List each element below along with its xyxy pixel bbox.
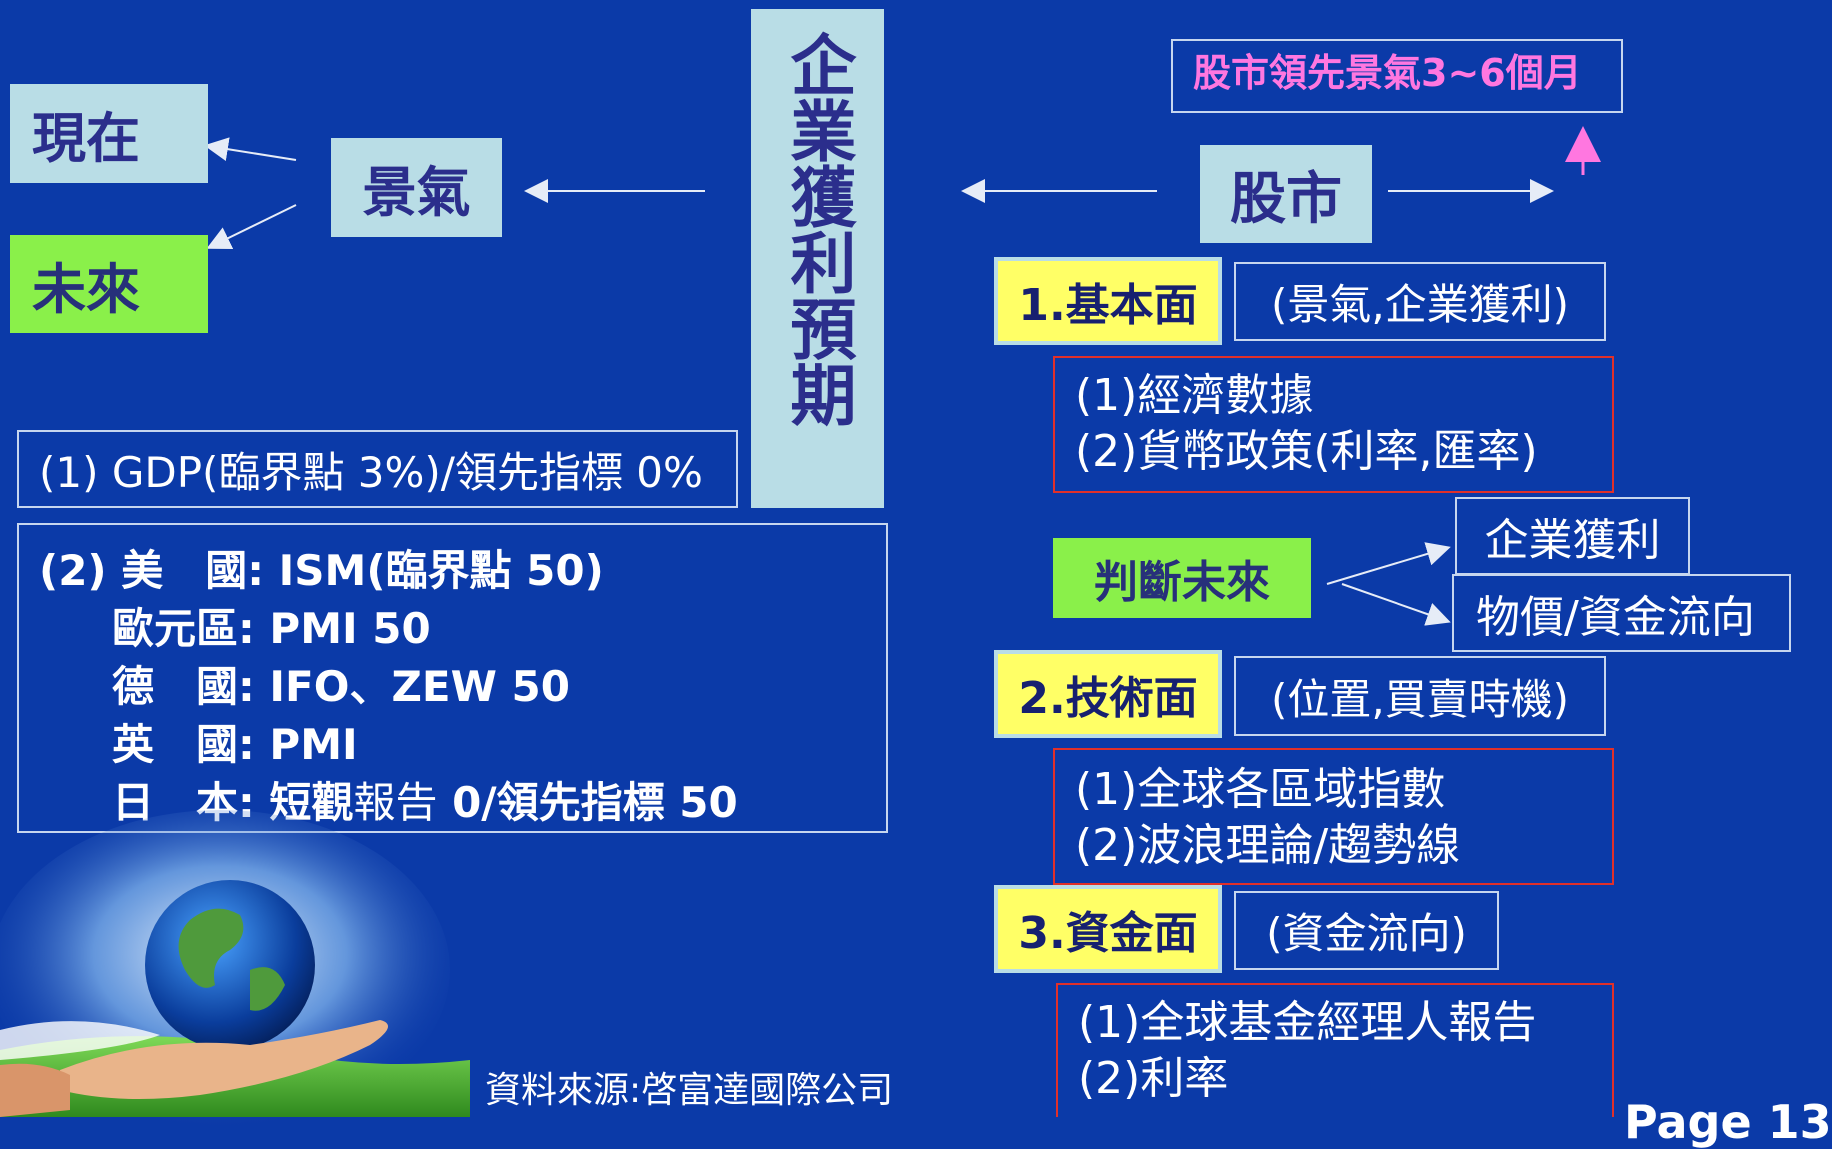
arrow-economy-to-now — [204, 137, 297, 161]
technical-label-box: 2.技術面 — [994, 650, 1222, 738]
gdp-indicator-text: (1) GDP(臨界點 3%)/領先指標 0% — [39, 447, 703, 497]
capital-item-2: (2)利率 — [1078, 1053, 1229, 1104]
capital-label-box: 3.資金面 — [994, 885, 1222, 973]
now-label: 現在 — [32, 107, 140, 170]
judge-future-label: 判斷未來 — [1094, 557, 1270, 608]
page-label: Page 13 — [1624, 1095, 1832, 1149]
source-note: 資料來源:啓富達國際公司 — [485, 1070, 894, 1111]
economy-box: 景氣 — [331, 138, 502, 237]
pmi-indicator-box: (2) 美 國: ISM(臨界點 50) 歐元區: PMI 50 德 國: IF… — [17, 523, 888, 833]
technical-label: 2.技術面 — [1018, 673, 1198, 724]
technical-note-box: (位置,買賣時機) — [1234, 656, 1606, 736]
profit-expectation-box: 企業獲利預期 — [751, 9, 884, 508]
fundamental-items-box: (1)經濟數據 (2)貨幣政策(利率,匯率) — [1053, 356, 1614, 493]
technical-items-box: (1)全球各區域指數 (2)波浪理論/趨勢線 — [1053, 748, 1614, 885]
connector-arrows — [204, 126, 1601, 626]
technical-item-2: (2)波浪理論/趨勢線 — [1075, 820, 1461, 871]
fundamental-note: (景氣,企業獲利) — [1270, 280, 1570, 329]
fundamental-label-box: 1.基本面 — [994, 257, 1222, 345]
globe-hand-image — [0, 810, 470, 1130]
gdp-indicator-box: (1) GDP(臨界點 3%)/領先指標 0% — [17, 430, 738, 508]
lead-note-text: 股市領先景氣3~6個月 — [1193, 51, 1582, 95]
judge-future-box: 判斷未來 — [1053, 538, 1311, 618]
indicator-row-us: (2) 美 國: ISM(臨界點 50) — [39, 546, 604, 595]
fundamental-note-box: (景氣,企業獲利) — [1234, 262, 1606, 341]
indicator-row-uk: 英 國: PMI — [112, 720, 358, 769]
capital-label: 3.資金面 — [1018, 908, 1198, 959]
capital-note-box: (資金流向) — [1234, 891, 1499, 970]
stock-market-label: 股市 — [1230, 166, 1342, 232]
profit-expectation-label: 企業獲利預期 — [779, 31, 857, 427]
capital-note: (資金流向) — [1266, 909, 1467, 958]
judge-target-price-box: 物價/資金流向 — [1452, 574, 1791, 652]
judge-target-profit-box: 企業獲利 — [1455, 497, 1690, 575]
indicator-row-euro: 歐元區: PMI 50 — [112, 604, 431, 653]
fundamental-label: 1.基本面 — [1018, 280, 1198, 331]
fundamental-item-1: (1)經濟數據 — [1075, 370, 1314, 421]
arrow-judge-to-profit — [1326, 542, 1451, 585]
capital-item-1: (1)全球基金經理人報告 — [1078, 997, 1537, 1048]
indicator-row-germany: 德 國: IFO、ZEW 50 — [112, 662, 570, 711]
arrow-judge-to-price — [1341, 583, 1451, 626]
technical-item-1: (1)全球各區域指數 — [1075, 764, 1446, 815]
judge-target-price: 物價/資金流向 — [1476, 592, 1755, 643]
fundamental-item-2: (2)貨幣政策(利率,匯率) — [1075, 426, 1538, 477]
future-label: 未來 — [32, 257, 140, 321]
technical-note: (位置,買賣時機) — [1270, 674, 1570, 724]
judge-target-profit: 企業獲利 — [1484, 515, 1661, 566]
future-box: 未來 — [10, 235, 208, 333]
stock-market-box: 股市 — [1200, 145, 1372, 243]
lead-note-box — [1171, 39, 1623, 113]
now-box: 現在 — [10, 84, 208, 183]
capital-items-box: (1)全球基金經理人報告 (2)利率 — [1056, 983, 1614, 1117]
arrow-economy-to-future — [206, 204, 297, 250]
economy-label: 景氣 — [362, 161, 471, 224]
